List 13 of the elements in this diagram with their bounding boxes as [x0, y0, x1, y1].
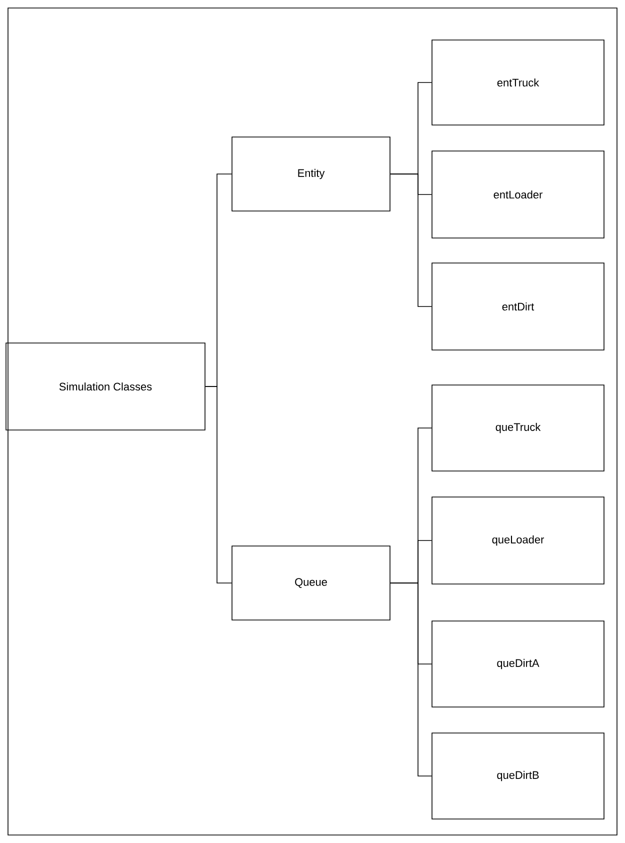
class-box: Simulation Classes [6, 342, 206, 430]
class-box: Entity [232, 136, 390, 212]
class-box: entTruck [432, 40, 604, 126]
class-box: queDirtB [432, 732, 604, 820]
connector-line [390, 174, 432, 307]
connector-line [390, 582, 432, 776]
class-box: queLoader [432, 496, 604, 584]
class-box: queTruck [432, 384, 604, 472]
class-box: entLoader [432, 150, 604, 238]
class-box: queDirtA [432, 620, 604, 708]
class-box: Queue [232, 546, 390, 620]
class-box: entDirt [432, 262, 604, 350]
connector-line [205, 386, 232, 584]
